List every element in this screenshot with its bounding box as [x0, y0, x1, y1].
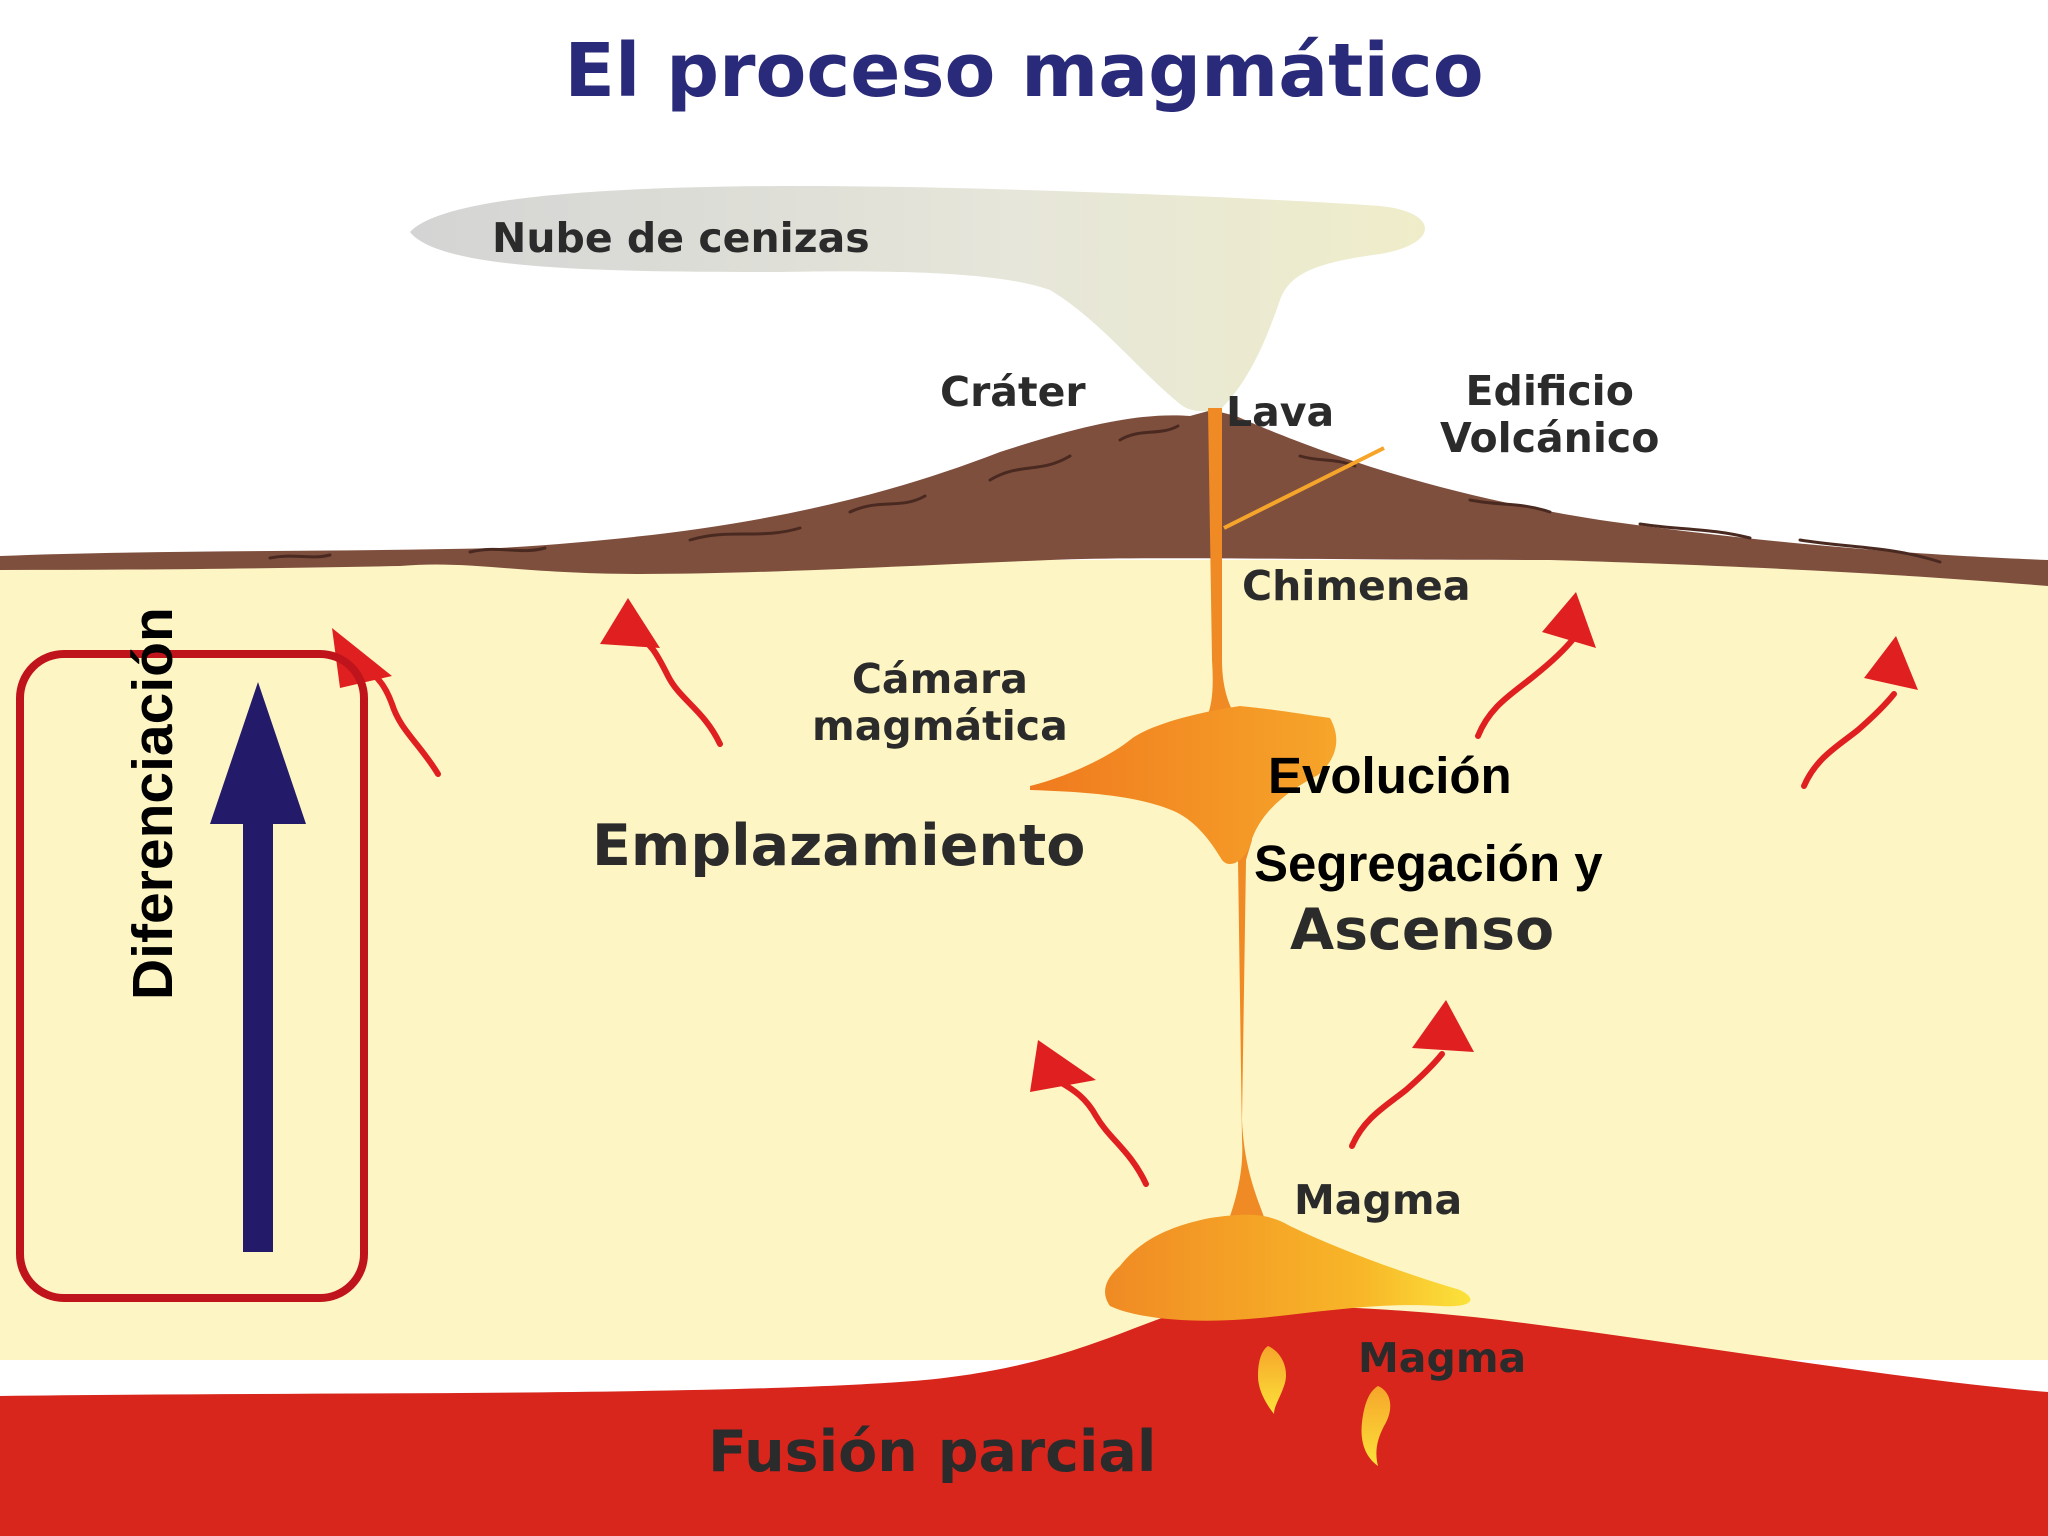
- volcanic-edifice-label: Edificio Volcánico: [1440, 367, 1660, 463]
- ascent-arrow-5: [1057, 1079, 1149, 1187]
- mantle-melt-zone: [0, 1306, 2048, 1536]
- magma-chamber-label-line1: Cámara: [851, 655, 1028, 703]
- segregation-label: Segregación y: [1254, 835, 1603, 892]
- differentiation-arrow-head: [210, 682, 306, 824]
- magma-pool: [1105, 1214, 1471, 1321]
- partial-melting-label: Fusión parcial: [708, 1419, 1157, 1485]
- evolution-label: Evolución: [1268, 747, 1512, 804]
- ascent-label: Ascenso: [1290, 897, 1555, 963]
- ascent-arrow-6: [1349, 1051, 1445, 1149]
- lava-label: Lava: [1226, 388, 1335, 436]
- ascent-arrowhead-3: [1542, 592, 1596, 648]
- crust: [0, 560, 2048, 1360]
- magma-chamber-label-line2: magmática: [812, 702, 1068, 751]
- volcanic-edifice-label-line1: Edificio: [1465, 367, 1634, 415]
- ascent-arrow-3: [1475, 635, 1577, 739]
- magma-droplet-2: [1361, 1386, 1391, 1466]
- ascent-arrowhead-1: [332, 628, 392, 688]
- ascent-arrowhead-4: [1864, 636, 1918, 690]
- volcanic-edifice: [0, 410, 2048, 586]
- side-conduit: [1223, 446, 1385, 530]
- ascent-arrowheads: [332, 592, 1918, 1092]
- ash-cloud: [410, 186, 1425, 412]
- emplacement-label: Emplazamiento: [592, 813, 1086, 879]
- magma-droplet-1: [1258, 1346, 1287, 1414]
- ascent-arrow-4: [1801, 691, 1897, 789]
- magma-upper-label: Magma: [1294, 1176, 1463, 1224]
- magma-chamber: [1030, 706, 1337, 865]
- magma-lower-label: Magma: [1358, 1334, 1527, 1382]
- ascent-arrowhead-5: [1030, 1040, 1096, 1092]
- ascent-arrowhead-2: [600, 598, 660, 648]
- volcanic-edifice-label-line2: Volcánico: [1440, 414, 1660, 463]
- chimney-label: Chimenea: [1242, 562, 1471, 610]
- magma-chamber-label: Cámara magmática: [812, 655, 1068, 751]
- differentiation-label: Diferenciación: [121, 607, 185, 1000]
- diagram-title: El proceso magmático: [564, 28, 1484, 114]
- ascent-arrowhead-6: [1412, 1000, 1474, 1052]
- ash-cloud-label: Nube de cenizas: [492, 214, 870, 262]
- crater-label: Cráter: [940, 368, 1086, 416]
- differentiation-box: [16, 650, 368, 1302]
